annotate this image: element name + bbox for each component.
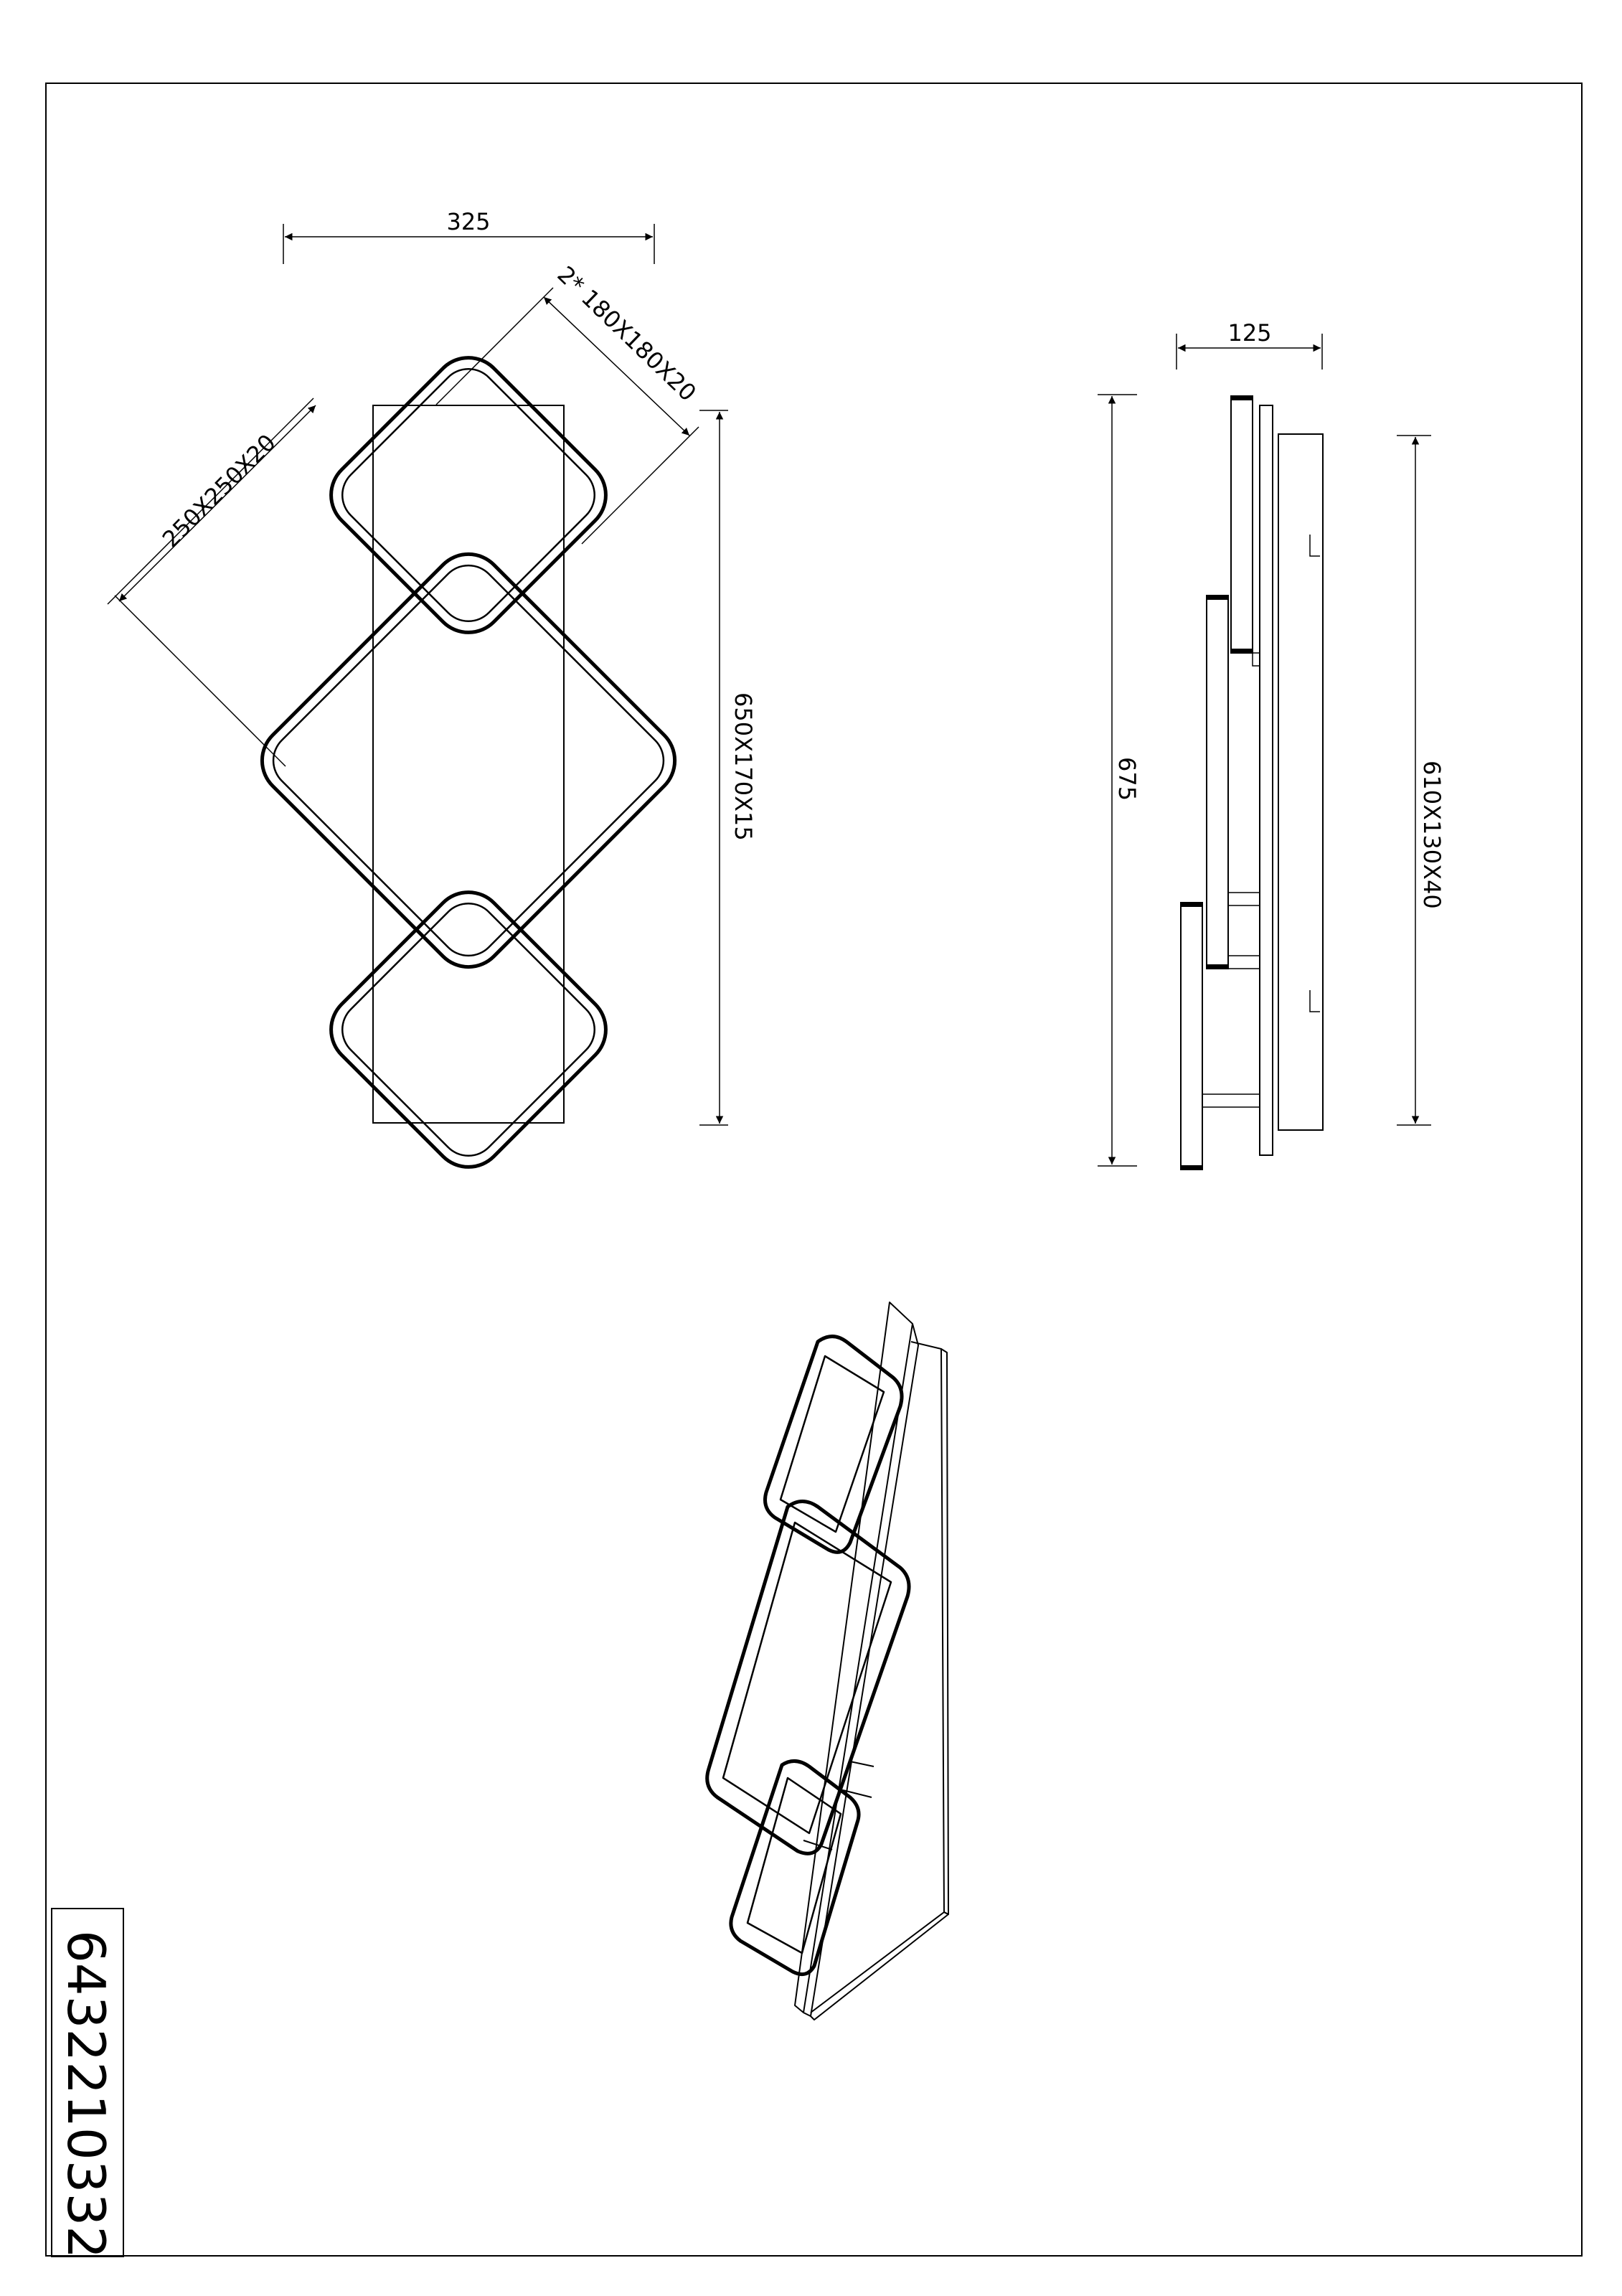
depth-dim-label: 125 (1227, 319, 1271, 347)
backplate-dim-label: 650X170X15 (730, 692, 757, 841)
width-dim-label: 325 (446, 208, 490, 235)
backplate-side (1259, 405, 1273, 1156)
top-frame-profile (1230, 395, 1253, 654)
article-number-box: 6432210332 (51, 1908, 124, 2259)
middle-large-frame (260, 552, 677, 969)
bottom-frame-profile (1180, 902, 1203, 1170)
height-dimension: 675 (1098, 394, 1141, 1167)
backplate-outline (372, 405, 565, 1124)
width-dimension: 325 (283, 208, 655, 264)
canopy-dim-label: 610X130X40 (1418, 761, 1446, 909)
large-frame-dim-label: 250X250X20 (157, 429, 281, 553)
canopy-dimension: 610X130X40 (1397, 435, 1446, 1126)
height-dim-label: 675 (1113, 757, 1141, 801)
large-frame-dimension: 250X250X20 (107, 397, 316, 767)
small-frame-dim-label: 2* 180X180X20 (552, 260, 702, 406)
side-view: 125 675 610X130X40 (1098, 319, 1446, 1170)
bottom-small-frame (329, 890, 608, 1169)
backplate-dimension: 650X170X15 (699, 410, 757, 1126)
perspective-view (705, 1302, 949, 2020)
middle-frame-profile (1206, 595, 1229, 969)
sheet-border (45, 83, 1583, 2257)
front-view: 325 2* 180X180X20 250X250X20 650X170X15 (107, 208, 757, 1169)
article-number: 6432210332 (56, 1930, 116, 2259)
top-small-frame (329, 356, 608, 634)
depth-dimension: 125 (1176, 319, 1323, 370)
small-frame-dimension: 2* 180X180X20 (435, 260, 702, 545)
canopy-outline (1278, 433, 1324, 1131)
